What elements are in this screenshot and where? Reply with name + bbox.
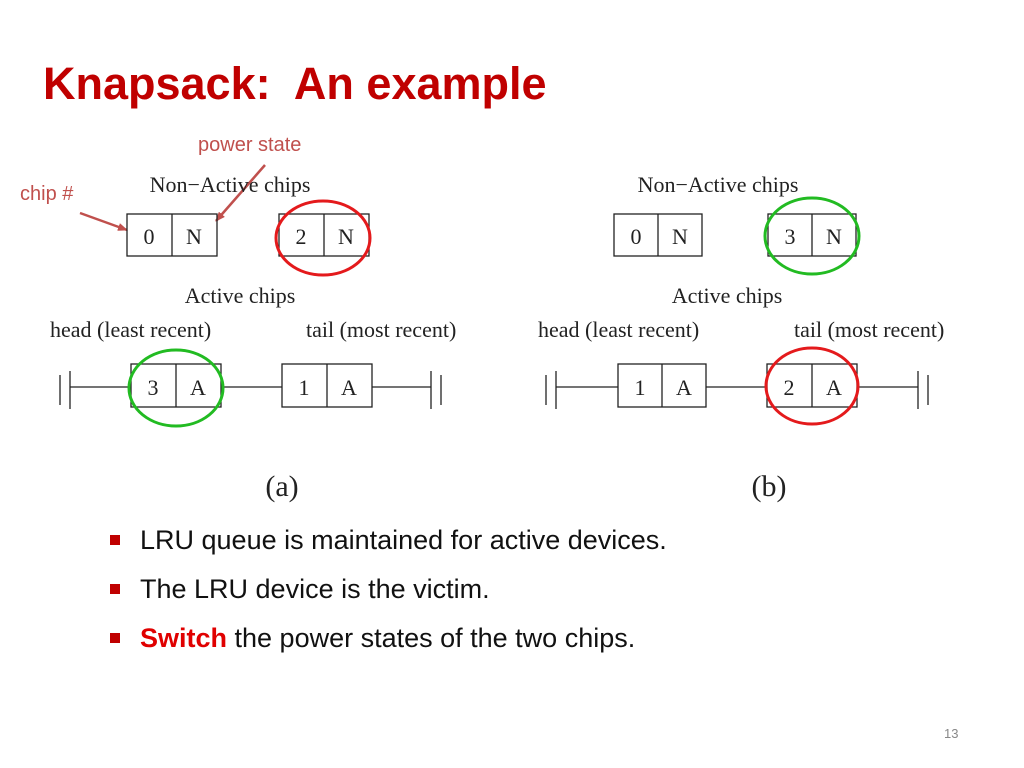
red-highlight-circle xyxy=(274,199,372,277)
bullet-item: The LRU device is the victim. xyxy=(108,569,667,618)
active-chip-0: 3 A xyxy=(130,363,222,408)
chip-id: 3 xyxy=(148,375,159,400)
head-label: head (least recent) xyxy=(50,317,211,342)
chip-state: A xyxy=(676,375,692,400)
active-chip-1: 2 A xyxy=(766,363,858,408)
bullet-marker xyxy=(110,584,120,594)
slide-title: Knapsack: An example xyxy=(43,58,547,109)
panel-caption: (b) xyxy=(752,470,787,503)
power-state-arrow xyxy=(215,164,266,222)
chip-id: 3 xyxy=(785,224,796,249)
chip-id: 0 xyxy=(144,224,155,249)
bullet-list: LRU queue is maintained for active devic… xyxy=(108,520,667,667)
active-queue xyxy=(545,371,929,409)
chip-state: N xyxy=(338,224,354,249)
active-chips-label: Active chips xyxy=(672,283,783,308)
bullet-item: LRU queue is maintained for active devic… xyxy=(108,520,667,569)
panel-caption: (a) xyxy=(265,470,298,503)
active-chip-1: 1 A xyxy=(281,363,373,408)
chip-state: N xyxy=(186,224,202,249)
page-number: 13 xyxy=(944,726,959,741)
non-active-chip-1: 2 N xyxy=(278,213,370,257)
bullet-text: LRU queue is maintained for active devic… xyxy=(140,525,667,555)
tail-label: tail (most recent) xyxy=(794,317,944,342)
non-active-chip-0: 0 N xyxy=(126,213,218,257)
chip-number-arrow xyxy=(79,211,128,232)
chip-state: A xyxy=(826,375,842,400)
active-chips-label: Active chips xyxy=(185,283,296,308)
red-highlight-circle xyxy=(764,346,860,426)
tail-label: tail (most recent) xyxy=(306,317,456,342)
panel-b: Non−Active chips 0 N 3 N Active chips he… xyxy=(538,172,944,503)
chip-state: N xyxy=(672,224,688,249)
panel-a: Non−Active chips 0 N 2 N Active chips he… xyxy=(50,172,456,503)
non-active-chips-label: Non−Active chips xyxy=(150,172,311,197)
active-chip-0: 1 A xyxy=(617,363,707,408)
power-state-annotation: power state xyxy=(198,134,301,156)
active-queue xyxy=(59,371,442,409)
non-active-chip-0: 0 N xyxy=(613,213,703,257)
chip-id: 2 xyxy=(296,224,307,249)
chip-id: 1 xyxy=(635,375,646,400)
chip-id: 1 xyxy=(299,375,310,400)
bullet-marker xyxy=(110,633,120,643)
non-active-chip-1: 3 N xyxy=(767,213,857,257)
chip-number-annotation: chip # xyxy=(20,183,74,205)
bullet-text: the power states of the two chips. xyxy=(227,623,636,653)
chip-state: N xyxy=(826,224,842,249)
chip-state: A xyxy=(341,375,357,400)
bullet-item: Switch the power states of the two chips… xyxy=(108,618,667,667)
chip-id: 2 xyxy=(784,375,795,400)
green-highlight-circle xyxy=(763,196,861,276)
bullet-text: The LRU device is the victim. xyxy=(140,574,490,604)
bullet-highlight: Switch xyxy=(140,623,228,653)
chip-state: A xyxy=(190,375,206,400)
green-highlight-circle xyxy=(127,348,225,428)
head-label: head (least recent) xyxy=(538,317,699,342)
bullet-marker xyxy=(110,535,120,545)
chip-id: 0 xyxy=(631,224,642,249)
non-active-chips-label: Non−Active chips xyxy=(638,172,799,197)
